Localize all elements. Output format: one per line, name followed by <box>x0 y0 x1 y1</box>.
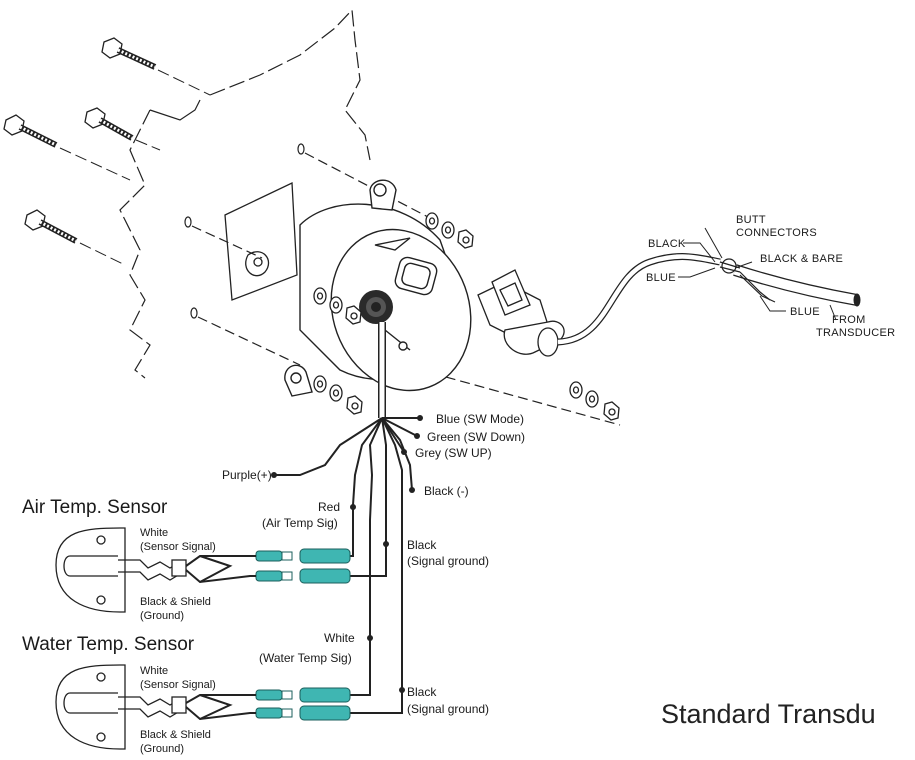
air-sensor-connectors <box>255 548 351 584</box>
bolt-guide-lines <box>59 69 211 266</box>
transducer-cable <box>557 253 861 346</box>
bolt-3 <box>84 107 134 141</box>
mounting-bracket <box>224 181 298 301</box>
label-connectors: CONNECTORS <box>736 227 817 239</box>
label-blue-right: BLUE <box>790 306 820 318</box>
water-sensor-title: Water Temp. Sensor <box>22 634 195 655</box>
air-sensor-title: Air Temp. Sensor <box>22 497 168 518</box>
air-sensor-black: Black & Shield <box>140 596 211 608</box>
label-white-sig: (Water Temp Sig) <box>259 651 352 665</box>
air-sensor-white: White <box>140 527 168 539</box>
gauge-body <box>284 179 472 397</box>
label-black: BLACK <box>648 238 686 250</box>
label-blue-sw-mode: Blue (SW Mode) <box>436 412 524 426</box>
label-black-minus: Black (-) <box>424 484 469 498</box>
dash-panel-outline <box>119 8 371 379</box>
label-red-sig: (Air Temp Sig) <box>262 516 338 530</box>
label-black-ground-2: Black <box>407 685 437 699</box>
label-white: White <box>324 631 355 645</box>
label-red: Red <box>318 500 340 514</box>
label-transducer: TRANSDUCER <box>816 327 895 339</box>
label-green-sw-down: Green (SW Down) <box>427 430 525 444</box>
water-sensor-black-sub: (Ground) <box>140 743 184 755</box>
wire-nodes <box>271 415 423 693</box>
bolt-4 <box>24 209 78 244</box>
air-sensor-black-sub: (Ground) <box>140 610 184 622</box>
bolt-2 <box>3 114 58 148</box>
transducer-plug <box>477 269 565 357</box>
water-sensor-black: Black & Shield <box>140 729 211 741</box>
dash-panel-outline-2 <box>149 99 201 121</box>
label-from: FROM <box>832 314 866 326</box>
water-sensor-body <box>55 664 256 750</box>
label-black-bare: BLACK & BARE <box>760 253 843 265</box>
gauge-wire-grommet <box>359 290 393 324</box>
bolt-1 <box>101 37 157 70</box>
label-purple: Purple(+) <box>222 468 272 482</box>
water-sensor-white: White <box>140 665 168 677</box>
label-grey-sw-up: Grey (SW UP) <box>415 446 492 460</box>
hardware-washers <box>313 212 620 421</box>
label-black-ground-1-sub: (Signal ground) <box>407 554 489 568</box>
water-sensor-connectors <box>255 687 351 721</box>
label-butt: BUTT <box>736 214 766 226</box>
water-sensor-white-sub: (Sensor Signal) <box>140 679 216 691</box>
transducer-leaders <box>678 227 837 321</box>
diagram-caption: Standard Transdu <box>661 699 876 729</box>
air-sensor-body <box>55 527 256 613</box>
label-blue-left: BLUE <box>646 272 676 284</box>
label-black-ground-2-sub: (Signal ground) <box>407 702 489 716</box>
label-black-ground-1: Black <box>407 538 437 552</box>
air-sensor-white-sub: (Sensor Signal) <box>140 541 216 553</box>
